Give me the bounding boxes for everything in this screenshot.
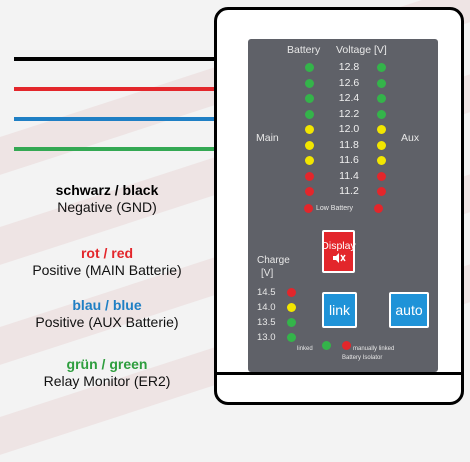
legend-red: rot / red Positive (MAIN Batterie) bbox=[0, 245, 214, 279]
aux-voltage-led bbox=[377, 63, 386, 72]
low-battery-label: Low Battery bbox=[316, 205, 353, 212]
main-voltage-led bbox=[305, 94, 314, 103]
charge-unit: [V] bbox=[261, 268, 274, 279]
legend-black-desc: Negative (GND) bbox=[57, 199, 157, 215]
aux-voltage-led bbox=[377, 78, 386, 88]
aux-label: Aux bbox=[401, 132, 420, 144]
legend-blue-desc: Positive (AUX Batterie) bbox=[35, 314, 179, 330]
display-button[interactable]: Display bbox=[321, 230, 356, 273]
charge-level-led bbox=[287, 333, 296, 342]
voltage-label: 12.6 bbox=[338, 76, 360, 89]
main-voltage-led bbox=[305, 187, 314, 196]
legend-red-desc: Positive (MAIN Batterie) bbox=[32, 262, 182, 278]
aux-voltage-led bbox=[377, 171, 386, 181]
wire-green bbox=[14, 147, 214, 151]
isolator-label: Battery Isolator bbox=[342, 355, 383, 361]
device-divider bbox=[214, 372, 464, 375]
charge-level-label: 13.5 bbox=[257, 317, 276, 328]
charge-level-led bbox=[287, 288, 296, 297]
charge-label: Charge bbox=[257, 255, 290, 266]
wire-blue bbox=[14, 117, 214, 121]
legend-red-title: rot / red bbox=[80, 245, 134, 261]
voltage-label: 12.4 bbox=[338, 92, 360, 104]
main-voltage-led bbox=[305, 125, 314, 134]
main-voltage-led bbox=[305, 156, 314, 165]
charge-level-led bbox=[287, 318, 296, 327]
manually-linked-label: manually linked bbox=[353, 346, 395, 352]
voltage-label: 12.2 bbox=[338, 107, 360, 120]
auto-button[interactable]: auto bbox=[389, 292, 429, 328]
charge-level-label: 14.0 bbox=[257, 302, 276, 313]
low-battery-led-aux bbox=[374, 204, 383, 213]
main-label: Main bbox=[256, 132, 279, 144]
main-voltage-led bbox=[305, 109, 314, 119]
aux-voltage-led bbox=[377, 187, 386, 196]
legend-green: grün / green Relay Monitor (ER2) bbox=[0, 356, 214, 390]
linked-led bbox=[322, 341, 331, 350]
header-battery: Battery bbox=[287, 44, 321, 56]
aux-voltage-led bbox=[377, 140, 386, 150]
charge-level-label: 14.5 bbox=[257, 287, 276, 298]
aux-voltage-led bbox=[377, 94, 386, 103]
voltage-label: 11.2 bbox=[339, 185, 359, 197]
display-button-label: Display bbox=[321, 239, 356, 252]
legend-black-title: schwarz / black bbox=[55, 182, 159, 198]
aux-voltage-led bbox=[377, 125, 386, 134]
charge-level-led bbox=[287, 303, 296, 312]
main-voltage-led bbox=[305, 171, 314, 181]
main-voltage-led bbox=[305, 140, 314, 150]
speaker-mute-icon bbox=[332, 252, 346, 263]
legend-green-title: grün / green bbox=[66, 356, 148, 372]
voltage-label: 12.8 bbox=[338, 61, 360, 73]
manually-linked-led bbox=[342, 341, 351, 350]
aux-voltage-led bbox=[377, 156, 386, 165]
legend-blue-title: blau / blue bbox=[72, 297, 142, 313]
wire-red bbox=[14, 87, 214, 91]
wire-black bbox=[14, 57, 214, 61]
legend-green-desc: Relay Monitor (ER2) bbox=[43, 373, 171, 389]
charge-level-label: 13.0 bbox=[257, 332, 276, 343]
main-voltage-led bbox=[305, 63, 314, 72]
low-battery-led-main bbox=[304, 204, 313, 213]
voltage-label: 11.4 bbox=[339, 169, 359, 182]
header-voltage: Voltage [V] bbox=[336, 44, 387, 56]
link-button[interactable]: link bbox=[322, 292, 357, 328]
aux-voltage-led bbox=[377, 109, 386, 119]
legend-blue: blau / blue Positive (AUX Batterie) bbox=[0, 297, 214, 331]
linked-label: linked bbox=[297, 346, 313, 352]
voltage-label: 11.8 bbox=[339, 138, 359, 151]
voltage-label: 11.6 bbox=[339, 154, 359, 166]
voltage-label: 12.0 bbox=[338, 123, 360, 135]
main-voltage-led bbox=[305, 78, 314, 88]
legend-black: schwarz / black Negative (GND) bbox=[0, 182, 214, 216]
